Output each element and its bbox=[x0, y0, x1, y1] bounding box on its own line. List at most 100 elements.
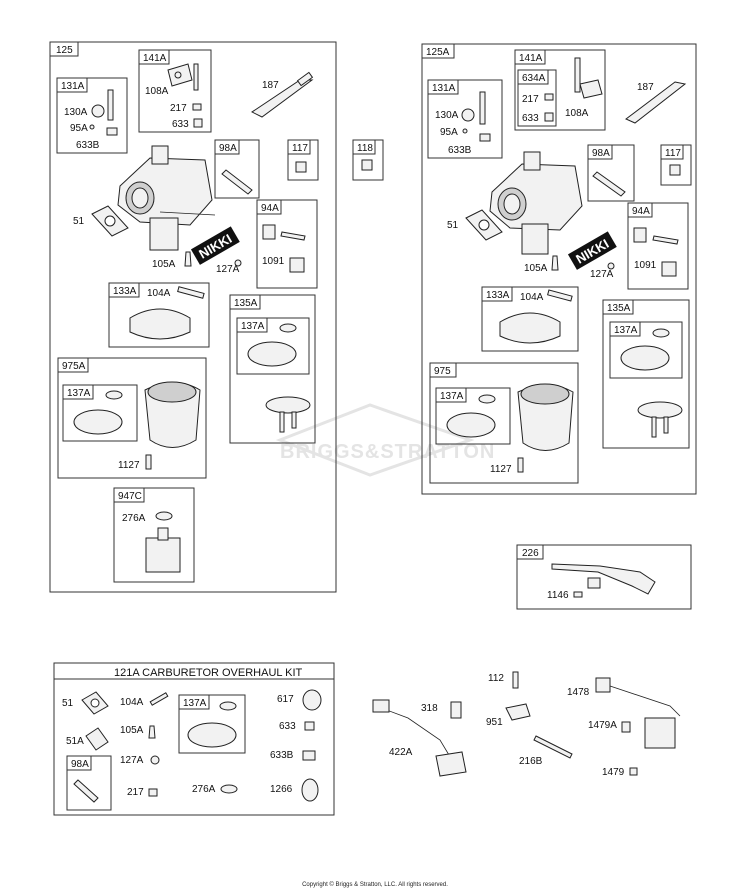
svg-text:135A: 135A bbox=[234, 298, 258, 309]
svg-text:1266: 1266 bbox=[270, 784, 293, 795]
svg-text:975A: 975A bbox=[62, 361, 86, 372]
svg-text:1479A: 1479A bbox=[588, 720, 617, 731]
watermark-text: BRIGGS&STRATTON bbox=[280, 441, 495, 463]
loose-parts: 112 1478 318 951 1479A 422A 216B 1479 bbox=[372, 671, 681, 778]
svg-text:137A: 137A bbox=[614, 325, 638, 336]
svg-text:51: 51 bbox=[73, 216, 85, 227]
box-94A-r bbox=[627, 202, 689, 290]
svg-text:633: 633 bbox=[172, 119, 189, 130]
float-part bbox=[129, 308, 191, 340]
svg-text:130A: 130A bbox=[435, 110, 459, 121]
box-131A bbox=[56, 77, 128, 154]
box-141A-r bbox=[514, 49, 606, 131]
svg-text:217: 217 bbox=[522, 94, 539, 105]
svg-text:226: 226 bbox=[522, 548, 539, 559]
svg-text:133A: 133A bbox=[113, 286, 137, 297]
svg-text:137A: 137A bbox=[241, 321, 265, 332]
box-94A bbox=[256, 199, 318, 289]
svg-text:1146: 1146 bbox=[547, 590, 569, 601]
box-947C bbox=[113, 487, 195, 583]
svg-text:187: 187 bbox=[262, 80, 279, 91]
svg-text:105A: 105A bbox=[120, 725, 144, 736]
svg-text:975: 975 bbox=[434, 366, 451, 377]
svg-text:1127: 1127 bbox=[118, 460, 140, 471]
kit-title: 121A CARBURETOR OVERHAUL KIT bbox=[114, 667, 303, 679]
svg-text:187: 187 bbox=[637, 82, 654, 93]
svg-text:108A: 108A bbox=[565, 108, 589, 119]
svg-text:141A: 141A bbox=[519, 53, 543, 64]
box-137A-r-lower bbox=[435, 387, 511, 445]
svg-text:217: 217 bbox=[170, 103, 187, 114]
svg-text:634A: 634A bbox=[522, 73, 546, 84]
svg-text:133A: 133A bbox=[486, 290, 510, 301]
svg-text:951: 951 bbox=[486, 717, 503, 728]
svg-text:137A: 137A bbox=[440, 391, 464, 402]
box-137A-upper bbox=[236, 317, 310, 375]
svg-text:131A: 131A bbox=[61, 81, 85, 92]
svg-text:95A: 95A bbox=[440, 127, 458, 138]
box-137A-lower bbox=[62, 384, 138, 442]
svg-text:117: 117 bbox=[292, 143, 308, 154]
assembly-125-label: 125 bbox=[56, 45, 73, 56]
assembly-125A: 125A 141A 634A 217 633 108A 187 131A 130… bbox=[421, 43, 697, 495]
svg-text:276A: 276A bbox=[192, 784, 216, 795]
svg-text:422A: 422A bbox=[389, 747, 413, 758]
svg-text:1478: 1478 bbox=[567, 687, 590, 698]
assembly-125A-frame bbox=[421, 43, 697, 495]
svg-text:127A: 127A bbox=[216, 264, 240, 275]
lever-part bbox=[551, 563, 656, 595]
svg-text:117: 117 bbox=[665, 148, 681, 159]
svg-text:617: 617 bbox=[277, 694, 294, 705]
svg-text:94A: 94A bbox=[261, 203, 279, 214]
svg-text:216B: 216B bbox=[519, 756, 543, 767]
svg-text:118: 118 bbox=[357, 143, 373, 154]
screw-part bbox=[193, 63, 199, 91]
svg-text:633B: 633B bbox=[448, 145, 472, 156]
svg-text:276A: 276A bbox=[122, 513, 146, 524]
svg-text:137A: 137A bbox=[67, 388, 91, 399]
nikki-tag: NIKKI bbox=[190, 226, 240, 265]
svg-text:51: 51 bbox=[62, 698, 74, 709]
box-133A bbox=[108, 282, 210, 348]
svg-text:318: 318 bbox=[421, 703, 438, 714]
svg-text:104A: 104A bbox=[147, 288, 171, 299]
svg-text:633: 633 bbox=[279, 721, 296, 732]
assembly-125-frame bbox=[49, 41, 337, 593]
carburetor-overhaul-kit: 121A CARBURETOR OVERHAUL KIT 51 104A 137… bbox=[53, 662, 335, 816]
group-226: 226 1146 bbox=[516, 544, 692, 610]
svg-text:112: 112 bbox=[488, 673, 504, 684]
svg-text:130A: 130A bbox=[64, 107, 88, 118]
tube-187 bbox=[251, 79, 314, 118]
carburetor-body-r bbox=[489, 151, 583, 255]
svg-text:108A: 108A bbox=[145, 86, 169, 97]
box-133A-r bbox=[481, 286, 579, 352]
svg-text:98A: 98A bbox=[592, 148, 610, 159]
svg-text:95A: 95A bbox=[70, 123, 88, 134]
box-141A bbox=[138, 49, 212, 133]
svg-text:105A: 105A bbox=[152, 259, 176, 270]
svg-text:104A: 104A bbox=[520, 292, 544, 303]
svg-text:633: 633 bbox=[522, 113, 539, 124]
box-975 bbox=[429, 362, 579, 484]
svg-text:105A: 105A bbox=[524, 263, 548, 274]
assembly-125: 125 141A 108A 217 633 187 131A 130A 95A … bbox=[49, 41, 337, 593]
svg-text:51: 51 bbox=[447, 220, 459, 231]
svg-text:127A: 127A bbox=[590, 269, 614, 280]
carburetor-body bbox=[117, 145, 216, 251]
box-135A-r bbox=[602, 299, 690, 449]
svg-text:51A: 51A bbox=[66, 736, 84, 747]
svg-text:104A: 104A bbox=[120, 697, 144, 708]
watermark: BRIGGS&STRATTON bbox=[275, 403, 495, 477]
svg-text:127A: 127A bbox=[120, 755, 144, 766]
svg-text:135A: 135A bbox=[607, 303, 631, 314]
svg-text:94A: 94A bbox=[632, 206, 650, 217]
svg-text:125A: 125A bbox=[426, 47, 450, 58]
solenoid-part bbox=[145, 537, 181, 573]
part-118: 118 bbox=[352, 139, 384, 181]
svg-text:947C: 947C bbox=[118, 491, 142, 502]
svg-text:1479: 1479 bbox=[602, 767, 625, 778]
svg-text:217: 217 bbox=[127, 787, 144, 798]
kit-box-137A bbox=[178, 694, 246, 754]
box-131A-r bbox=[427, 79, 503, 159]
svg-text:98A: 98A bbox=[219, 143, 237, 154]
